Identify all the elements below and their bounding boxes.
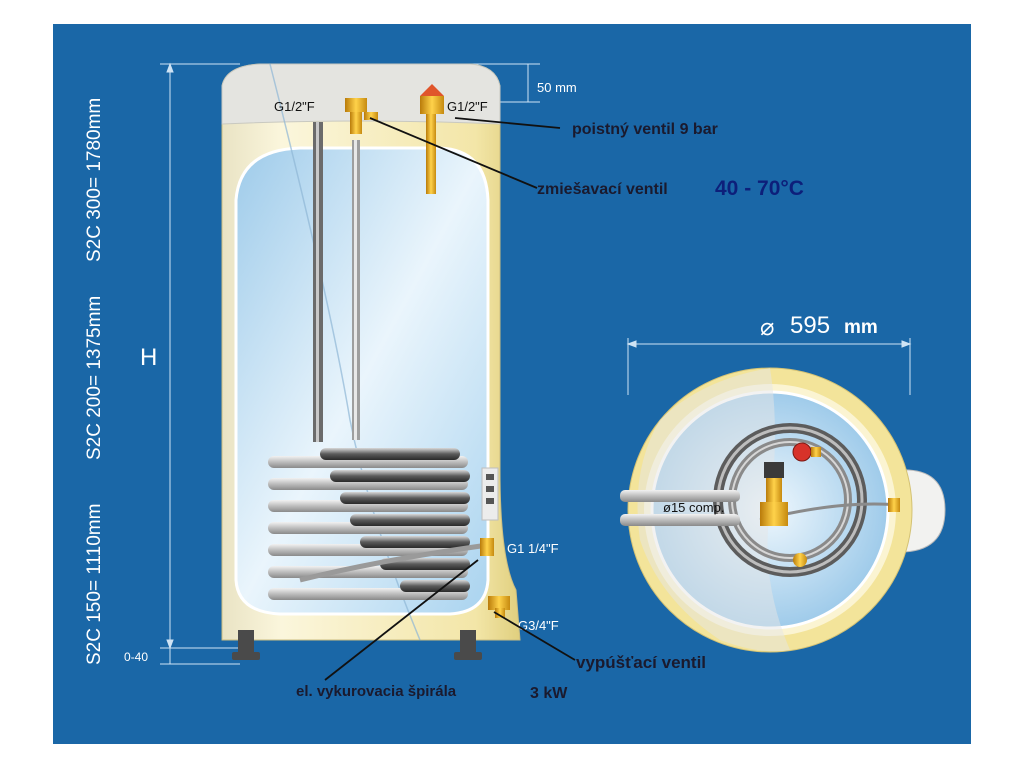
capacity-labels: S2C 300= 1780mm S2C 200= 1375mm S2C 150=… (84, 98, 105, 665)
tank-side-view (221, 63, 521, 660)
callout-mixing-range: 40 - 70°C (715, 177, 804, 200)
callout-leaders (324, 117, 576, 681)
height-symbol: H (140, 344, 157, 371)
callout-heating-power: 3 kW (530, 685, 568, 702)
fitting-label-g114: G1 1/4"F (507, 541, 559, 556)
diameter-dimension (626, 338, 912, 395)
callout-mixing-valve: zmiešavací ventil (537, 181, 668, 198)
height-dimension (160, 62, 240, 665)
fitting-label-comp15: ø15 comp. (663, 500, 724, 515)
callout-drain-valve: vypúšťací ventil (576, 653, 706, 672)
fitting-label-g34: G3/4"F (518, 618, 559, 633)
diameter-value: 595 (790, 312, 830, 339)
diameter-symbol: ⌀ (760, 314, 774, 341)
safety-valve-fitting (420, 84, 444, 194)
diameter-unit: mm (844, 317, 878, 338)
feet-dimension: 0-40 (124, 650, 148, 664)
fitting-label-g12-left: G1/2"F (274, 99, 315, 114)
heat-exchanger-coil (268, 448, 470, 600)
drain-valve-fitting (488, 596, 510, 618)
capacity-150: S2C 150= 1110mm (84, 504, 105, 665)
fitting-label-g12-right: G1/2"F (447, 99, 488, 114)
mixing-valve-fitting (345, 98, 378, 134)
tank-top-view (620, 367, 946, 653)
tank-feet (232, 630, 482, 660)
callout-heating-coil: el. vykurovacia špirála (296, 683, 457, 700)
top-dimension-label: 50 mm (537, 80, 577, 95)
capacity-300: S2C 300= 1780mm (84, 98, 105, 262)
capacity-200: S2C 200= 1375mm (84, 296, 105, 460)
callout-safety-valve: poistný ventil 9 bar (572, 121, 718, 138)
